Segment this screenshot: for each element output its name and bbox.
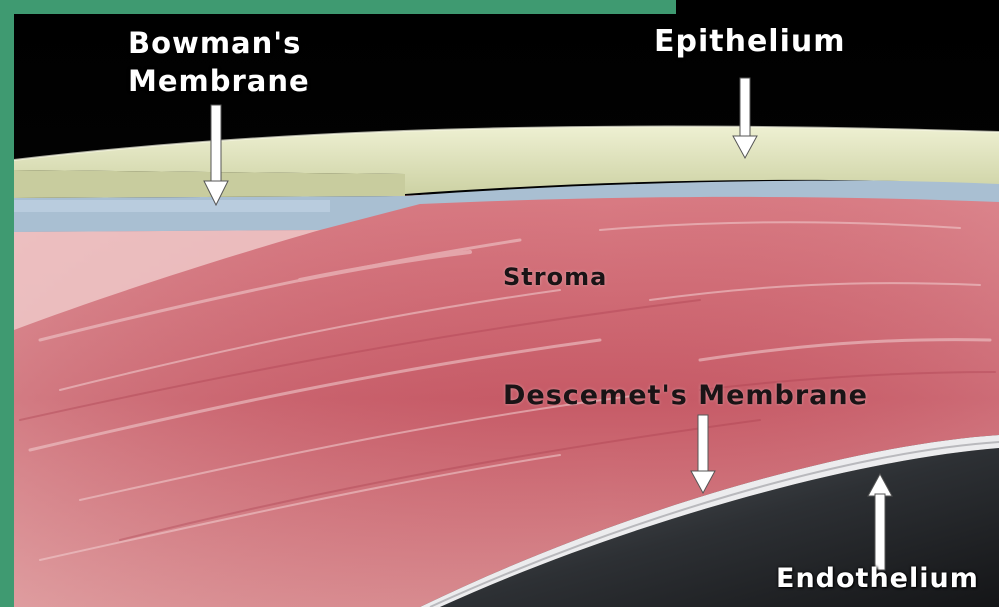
epithelium-label: Epithelium <box>654 24 845 59</box>
endothelium-label: Endothelium <box>776 563 979 594</box>
bowmans-membrane-label: Bowman's Membrane <box>128 24 358 100</box>
stroma-label: Stroma <box>503 263 607 291</box>
bowmans-membrane-label-line2: Membrane <box>128 62 358 100</box>
bowmans-membrane-label-line1: Bowman's <box>128 24 358 62</box>
descemets-membrane-label: Descemet's Membrane <box>503 380 868 411</box>
frame-left <box>0 0 14 607</box>
frame-top <box>0 0 676 14</box>
